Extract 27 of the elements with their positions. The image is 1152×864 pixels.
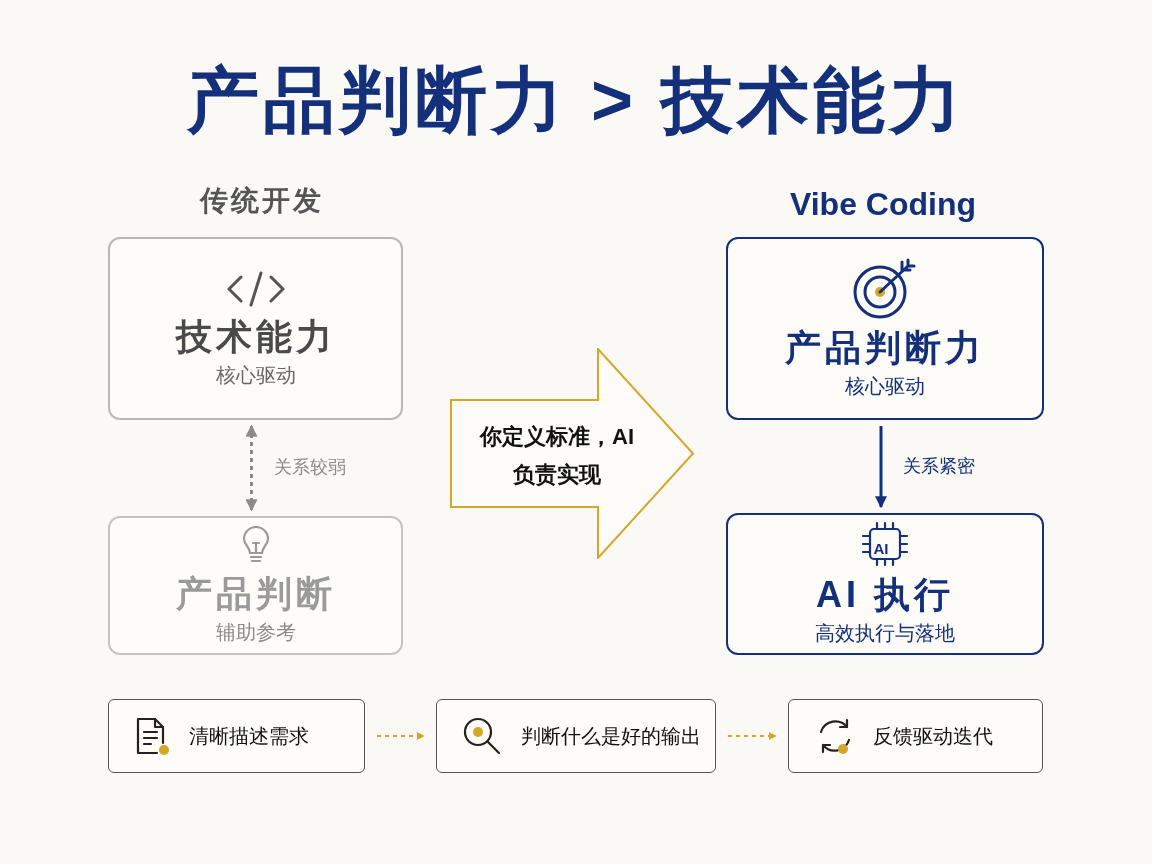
step-text: 反馈驱动迭代 [873, 724, 993, 749]
concept-card [726, 237, 1044, 420]
step-box [788, 699, 1043, 773]
card-subtitle: 高效执行与落地 [815, 621, 955, 646]
card-title: 产品判断 [175, 571, 336, 616]
card-title: AI 执行 [816, 573, 954, 617]
arrow [376, 732, 425, 740]
arrow-text: 你定义标准，AI 负责实现 [478, 423, 635, 489]
title: 产品判断力 > 技术能力 [185, 59, 967, 142]
step-box [108, 699, 365, 773]
step-box [436, 699, 716, 773]
step-text: 清晰描述需求 [189, 724, 309, 749]
column-heading: 传统开发 [200, 184, 324, 218]
step-text: 判断什么是好的输出 [521, 724, 701, 749]
arrow [875, 426, 887, 509]
card-title: 产品判断力 [785, 325, 985, 370]
concept-card [108, 237, 403, 420]
card-subtitle: 辅助参考 [215, 619, 296, 645]
card-subtitle: 核心驱动 [215, 362, 296, 388]
concept-card [726, 513, 1044, 655]
chip-label: AI [872, 539, 890, 559]
card-title: 技术能力 [175, 314, 336, 359]
concept-card [108, 516, 403, 655]
card-subtitle: 核心驱动 [845, 373, 925, 399]
column-heading: Vibe Coding [789, 185, 977, 224]
arrow [727, 732, 777, 740]
arrow [245, 424, 258, 512]
